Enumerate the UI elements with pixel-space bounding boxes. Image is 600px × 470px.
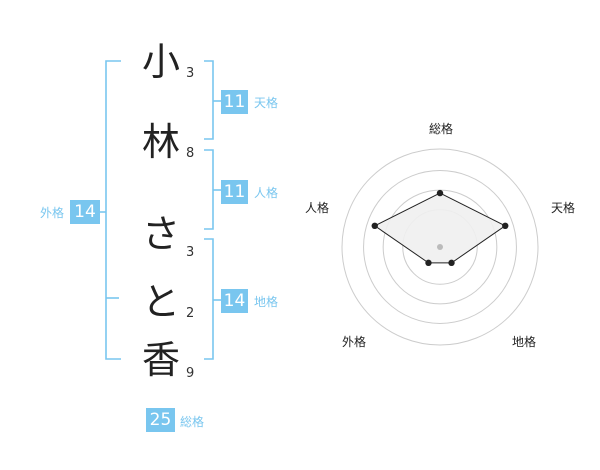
tenkaku-bracket: [204, 60, 214, 140]
stroke-count-5: 9: [186, 366, 195, 381]
gaikaku-value: 14: [70, 200, 100, 224]
chikaku-value: 14: [221, 289, 248, 313]
radar-polygon: [373, 192, 507, 264]
gaikaku-label: 外格: [40, 206, 65, 220]
jinkaku-label: 人格: [254, 186, 279, 200]
stroke-count-3: 3: [186, 245, 195, 260]
radar-point-2: [502, 222, 509, 230]
radar-ring-2: [363, 170, 517, 324]
radar-point-3: [448, 259, 455, 267]
stroke-count-4: 2: [186, 306, 195, 321]
radar-label-chikaku: 地格: [511, 335, 536, 349]
radar-center-dot: [437, 244, 443, 250]
jinkaku-value: 11: [221, 180, 248, 204]
radar-ring-1: [341, 148, 539, 346]
name-char-4: と: [141, 280, 180, 324]
name-char-2: 林: [141, 120, 180, 164]
name-char-3: さ: [141, 212, 180, 256]
stroke-count-1: 3: [186, 66, 195, 81]
stroke-count-2: 8: [186, 146, 195, 161]
radar-label-soukaku: 総格: [428, 122, 453, 136]
radar-point-5: [371, 222, 378, 230]
radar-point-4: [425, 259, 432, 267]
name-char-5: 香: [141, 338, 180, 382]
soukaku-label: 総格: [180, 415, 205, 429]
soukaku-value: 25: [146, 408, 175, 432]
radar-label-gaikaku: 外格: [341, 335, 366, 349]
radar-point-1: [436, 189, 444, 197]
name-char-1: 小: [141, 40, 180, 84]
radar-label-jinkaku: 人格: [304, 201, 329, 215]
radar-label-tenkaku: 天格: [550, 201, 575, 215]
tenkaku-value: 11: [221, 90, 248, 114]
chikaku-bracket: [204, 238, 214, 360]
tenkaku-label: 天格: [254, 96, 279, 110]
gaikaku-bracket: [105, 60, 121, 360]
chikaku-label: 地格: [254, 295, 279, 309]
